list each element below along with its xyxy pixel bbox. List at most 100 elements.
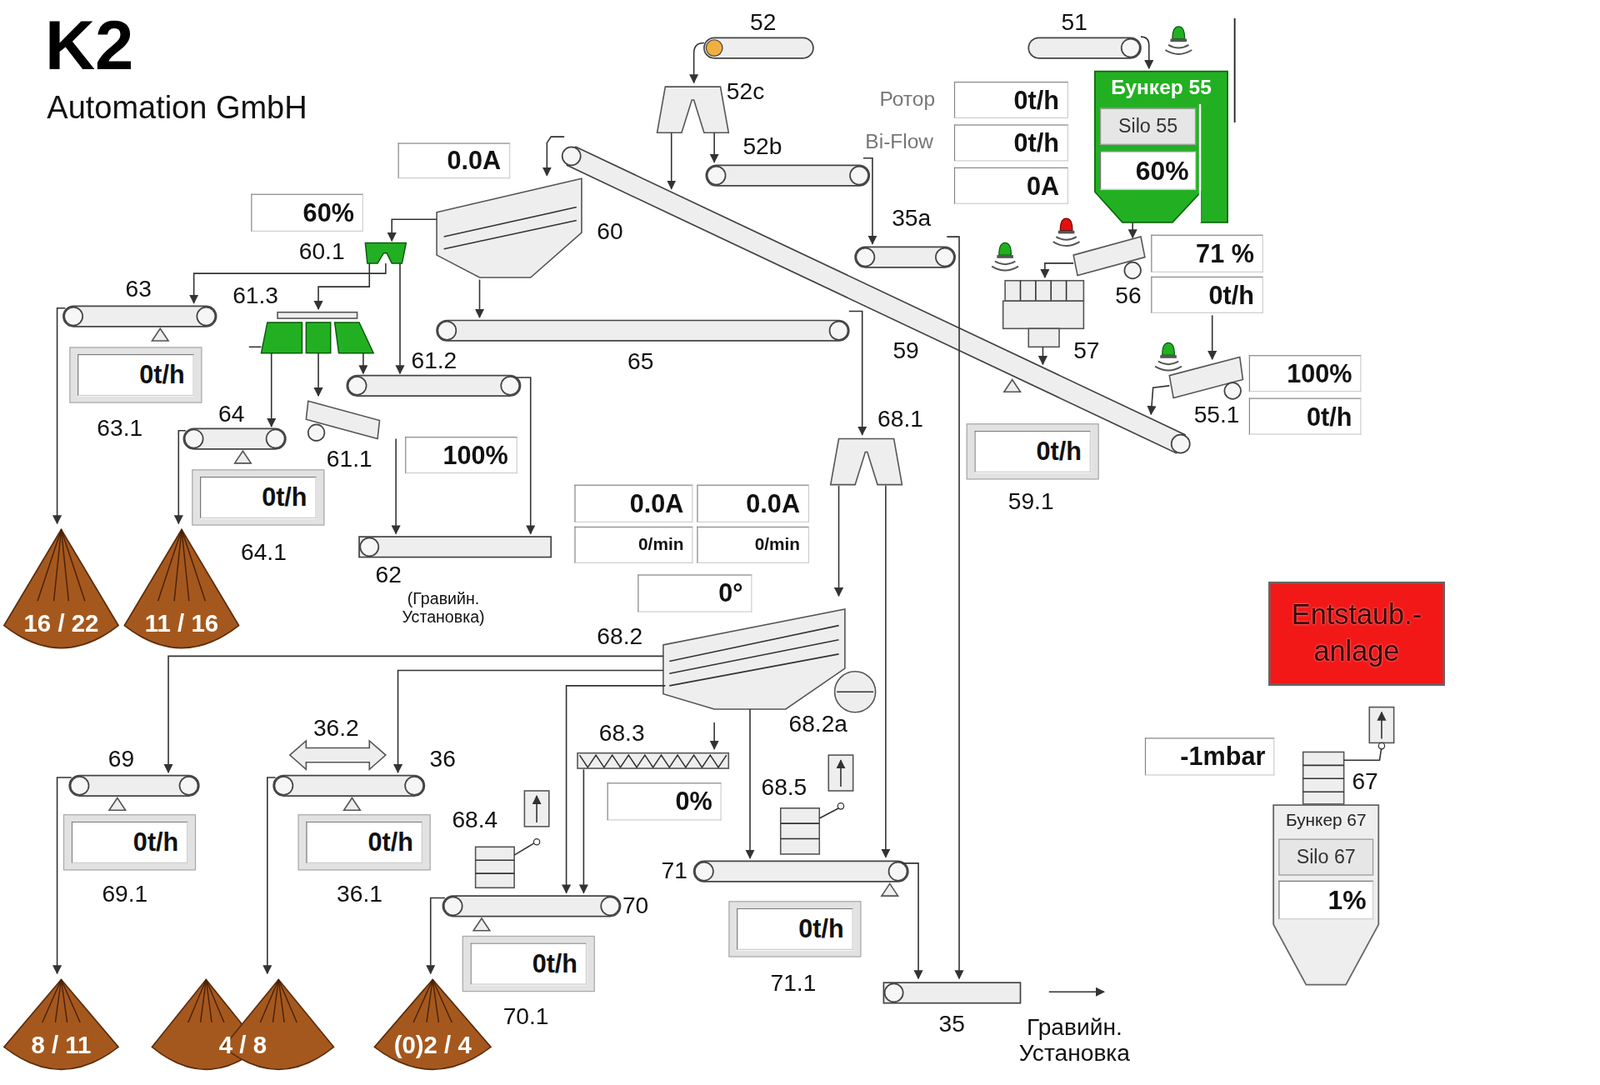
flow-arrow bbox=[430, 898, 445, 975]
screw-conveyor bbox=[580, 755, 727, 768]
stockpile-line bbox=[426, 980, 433, 1023]
screw-conveyor bbox=[577, 753, 729, 769]
filter-unit bbox=[475, 707, 1395, 889]
conveyor bbox=[1171, 435, 1190, 454]
callout-number: 51 bbox=[1060, 8, 1087, 35]
flow-arrow bbox=[168, 655, 664, 773]
stockpile-line bbox=[205, 980, 225, 1023]
callout-number: 71 bbox=[660, 857, 687, 885]
callout-number: 61.2 bbox=[410, 346, 457, 374]
value-display: 0.0A bbox=[574, 485, 693, 523]
weigher bbox=[151, 328, 169, 341]
node-text: 71 % bbox=[1195, 239, 1263, 270]
signal-horn bbox=[1060, 218, 1073, 231]
callout-number: 61.1 bbox=[326, 445, 373, 472]
filter-unit bbox=[475, 859, 515, 861]
flow-arrow bbox=[395, 439, 397, 535]
silo: Бункер 67Silo 671% bbox=[1272, 804, 1380, 986]
callout-number: 57 bbox=[1073, 336, 1100, 364]
node-text: 0t/h bbox=[71, 821, 189, 864]
conveyor bbox=[855, 248, 875, 267]
node-text: 0A bbox=[1026, 170, 1068, 201]
signal-horn bbox=[1172, 26, 1185, 40]
conveyor bbox=[705, 40, 723, 57]
signal-horn bbox=[1168, 45, 1189, 49]
callout-number: 60.1 bbox=[299, 237, 345, 265]
crusher bbox=[1028, 328, 1060, 347]
crusher bbox=[830, 439, 903, 485]
value-display: 100% bbox=[405, 436, 518, 474]
callout-number: 64.1 bbox=[240, 539, 287, 566]
callout-number: (Гравийн. Установка) bbox=[380, 590, 508, 628]
conveyor bbox=[70, 776, 89, 795]
flow-arrow bbox=[546, 136, 565, 176]
node-text: 0t/h bbox=[1306, 401, 1360, 432]
feeder bbox=[1224, 382, 1241, 400]
filter-unit bbox=[819, 808, 839, 819]
weigher bbox=[109, 798, 126, 811]
flow-arrow bbox=[270, 353, 273, 427]
filter-unit bbox=[1378, 742, 1385, 749]
feeder bbox=[1124, 262, 1141, 280]
flow-arrow bbox=[1234, 18, 1236, 123]
crusher bbox=[1020, 280, 1022, 301]
filter-unit bbox=[524, 790, 549, 827]
stockpile-line bbox=[55, 980, 61, 1023]
signal-horn bbox=[1053, 241, 1080, 246]
node-text: 8 / 11 bbox=[1, 1030, 120, 1060]
filter-unit bbox=[1303, 790, 1345, 793]
stockpile-line bbox=[200, 980, 207, 1023]
node-text: 0/min bbox=[638, 535, 692, 555]
node-text: 0t/h bbox=[305, 821, 423, 864]
feeder bbox=[305, 236, 1243, 441]
value-display: 0t/h bbox=[954, 81, 1069, 119]
flow-arrow bbox=[318, 263, 370, 310]
conveyor bbox=[500, 376, 520, 395]
weigher bbox=[109, 328, 1020, 930]
callout-number: 52 bbox=[750, 8, 776, 35]
weigher bbox=[344, 798, 361, 811]
conveyor bbox=[348, 376, 367, 395]
filter-unit bbox=[1380, 712, 1383, 740]
callout-number: 63 bbox=[125, 275, 152, 303]
conveyor bbox=[705, 165, 870, 185]
node-text: 0/min bbox=[755, 535, 809, 555]
stockpile-line bbox=[260, 980, 279, 1023]
conveyor bbox=[185, 430, 204, 449]
stockpile-line bbox=[42, 980, 62, 1023]
signal-horn bbox=[1165, 26, 1192, 55]
value-display: 0° bbox=[637, 574, 752, 612]
conveyor bbox=[183, 428, 285, 449]
signal-horn bbox=[1170, 39, 1187, 43]
belt-scale-display: 0t/h bbox=[966, 423, 1100, 480]
flow-arrow bbox=[670, 132, 673, 189]
stockpile: 4 / 8 bbox=[150, 977, 336, 1072]
filter-unit bbox=[837, 803, 844, 810]
filter-unit bbox=[533, 839, 540, 845]
belt-scale-display: 0t/h bbox=[63, 814, 196, 870]
belt-scale-display: 0t/h bbox=[69, 346, 202, 403]
flow-arrow bbox=[946, 236, 960, 979]
belt-scale-display: 0t/h bbox=[462, 935, 595, 992]
conveyor bbox=[405, 776, 424, 795]
conveyor bbox=[600, 896, 620, 915]
shuttle-symbol bbox=[290, 740, 386, 770]
stockpile: (0)2 / 4 bbox=[372, 977, 493, 1072]
flow-arrow bbox=[694, 42, 705, 83]
flow-arrow bbox=[1131, 222, 1134, 238]
callout-number: 64 bbox=[218, 400, 245, 427]
node-text: 0t/h bbox=[736, 908, 854, 950]
stockpile: 11 / 16 bbox=[122, 527, 241, 650]
node-text: 0t/h bbox=[1208, 280, 1262, 310]
weigher bbox=[473, 918, 490, 931]
silo-label: Silo 67 bbox=[1278, 839, 1374, 876]
filter-unit bbox=[1303, 751, 1345, 804]
conveyor bbox=[1028, 37, 1141, 58]
conveyor bbox=[63, 305, 217, 326]
filter-unit bbox=[1303, 777, 1345, 780]
value-display: 0.0A bbox=[398, 142, 511, 179]
distributor bbox=[249, 346, 262, 349]
crusher bbox=[1003, 300, 1085, 329]
silo-label: Silo 55 bbox=[1100, 108, 1196, 145]
signal-horn bbox=[991, 266, 1019, 271]
